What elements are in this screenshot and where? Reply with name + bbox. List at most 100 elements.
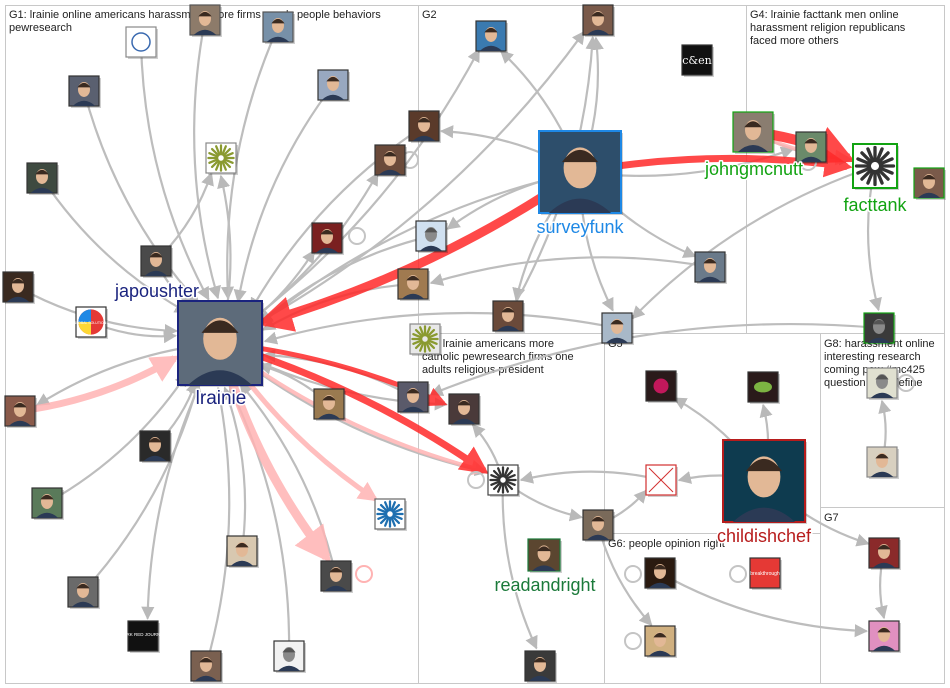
node-facttank[interactable] [852, 143, 899, 190]
edge-g1-top-a-to-lrainie [193, 19, 221, 300]
node-g2-n1[interactable] [475, 20, 508, 53]
node-g1-n16[interactable] [408, 110, 441, 143]
node-g4-n1[interactable] [795, 131, 828, 164]
node-g3-n4[interactable] [524, 650, 557, 683]
node-g2-n5[interactable] [601, 312, 634, 345]
node-g1-n15[interactable] [397, 381, 430, 414]
node-label-lrainie[interactable]: lrainie [194, 387, 248, 411]
node-g2-n4[interactable] [694, 251, 727, 284]
node-g1-n12[interactable] [273, 640, 306, 673]
node-g8-n1[interactable] [863, 312, 896, 345]
group-g7-box [820, 507, 945, 684]
node-g1-top-a[interactable] [189, 4, 222, 37]
node-g1-n6[interactable] [2, 271, 35, 304]
node-g1-top-logo[interactable] [125, 26, 158, 59]
self-loop-g6c [624, 632, 642, 650]
edge-facttank-to-g2-n5 [631, 164, 876, 320]
group-g3-box [418, 333, 605, 684]
node-japoushter[interactable] [140, 245, 173, 278]
node-g5-n1[interactable] [645, 370, 678, 403]
node-g1-memoji[interactable] [415, 220, 448, 253]
node-g8-n3[interactable] [866, 367, 899, 400]
edge-g1-n1-to-lrainie [82, 90, 200, 305]
pink-edge-g1-n7-to-lrainie [19, 355, 180, 415]
node-g1-n4[interactable] [374, 144, 407, 177]
node-childishchef[interactable] [722, 439, 807, 524]
node-g5-n3[interactable] [645, 464, 678, 497]
node-g1-starburst[interactable] [205, 142, 238, 175]
svg-text:breakthrough: breakthrough [750, 571, 780, 577]
edge-g1-n3-to-lrainie [41, 177, 189, 314]
node-g3-starburst[interactable] [487, 464, 520, 497]
node-g1-n3[interactable] [26, 162, 59, 195]
node-g1-n17[interactable] [397, 268, 430, 301]
edge-g1-n2-to-lrainie [233, 84, 334, 304]
node-label-johngmcnutt[interactable]: johngmcnutt [702, 158, 804, 181]
node-g3-n1[interactable] [409, 323, 442, 356]
node-label-childishchef[interactable]: childishchef [715, 525, 813, 548]
self-loop-g6a [624, 565, 642, 583]
group-label-g6: G6: people opinion right [608, 538, 725, 550]
node-g1-n7[interactable] [4, 395, 37, 428]
node-g6-n1[interactable] [644, 557, 677, 590]
node-g1-n11[interactable] [190, 650, 223, 683]
node-g1-cat[interactable] [313, 388, 346, 421]
node-g1-n13[interactable] [226, 535, 259, 568]
node-g1-global[interactable]: GLOBAL SOLUTIONS [73, 306, 109, 339]
edge-g1-top-logo-to-lrainie [139, 41, 210, 301]
node-g7-n1[interactable] [868, 537, 901, 570]
node-g6-n2[interactable] [644, 625, 677, 658]
edge-g2-n5-to-lrainie [263, 311, 618, 345]
svg-text:DARK RED JOURNAL: DARK RED JOURNAL [120, 632, 166, 637]
node-g2-n3[interactable] [492, 300, 525, 333]
node-g1-n5[interactable] [311, 222, 344, 255]
group-label-g7: G7 [824, 512, 839, 524]
node-g1-n14[interactable] [320, 560, 353, 593]
node-g1-n1[interactable] [68, 75, 101, 108]
node-cen-logo[interactable]: c&en [681, 44, 714, 77]
edge-g5-n3-to-g3-starburst [519, 470, 662, 484]
edge-g6-n1-to-g7-n2 [659, 572, 868, 638]
group-g6-box [604, 533, 821, 684]
edge-g1-top-b-to-lrainie [220, 26, 280, 301]
edge-g1-n11-to-lrainie [204, 386, 231, 667]
node-g3-n2[interactable] [448, 393, 481, 426]
node-g2-n2[interactable] [582, 4, 615, 37]
node-g1-journal[interactable]: DARK RED JOURNAL [120, 620, 166, 653]
node-g7-n2[interactable] [868, 620, 901, 653]
node-g1-top-b[interactable] [262, 11, 295, 44]
node-g1-n2[interactable] [317, 69, 350, 102]
group-label-g2: G2 [422, 9, 437, 21]
edge-g2-n4-to-g1-n17 [429, 256, 711, 286]
node-g6-breakthrough[interactable]: breakthrough [749, 557, 782, 590]
node-g1-blue-starburst[interactable] [374, 498, 407, 531]
node-johngmcnutt[interactable] [732, 111, 775, 154]
node-label-surveyfunk[interactable]: surveyfunk [535, 216, 626, 239]
node-label-japoushter[interactable]: japoushter [112, 280, 200, 303]
node-g4-n2[interactable] [913, 167, 946, 200]
edge-g1-n9-to-lrainie [46, 372, 188, 504]
node-g8-n2[interactable] [866, 446, 899, 479]
node-g1-n10[interactable] [67, 576, 100, 609]
node-lrainie[interactable] [177, 300, 264, 387]
self-loop-g3a [467, 471, 485, 489]
svg-text:GLOBAL SOLUTIONS: GLOBAL SOLUTIONS [73, 321, 109, 325]
node-g3-n3[interactable] [582, 509, 615, 542]
svg-text:c&en: c&en [682, 54, 712, 67]
node-readandright[interactable] [527, 538, 562, 573]
self-loop-pink [355, 565, 373, 583]
node-g1-n9[interactable] [31, 487, 64, 520]
node-label-facttank[interactable]: facttank [842, 194, 909, 217]
node-labels: lrainie japoushter surveyfunk johngmcnut… [112, 158, 909, 597]
node-g1-n8[interactable] [139, 430, 172, 463]
node-surveyfunk[interactable] [538, 130, 623, 215]
edge-g8-n1-to-g1-n15 [429, 322, 880, 397]
edge-g1-n13-to-lrainie [222, 386, 247, 552]
node-label-readandright[interactable]: readandright [493, 574, 597, 597]
node-g5-n2[interactable] [747, 371, 780, 404]
